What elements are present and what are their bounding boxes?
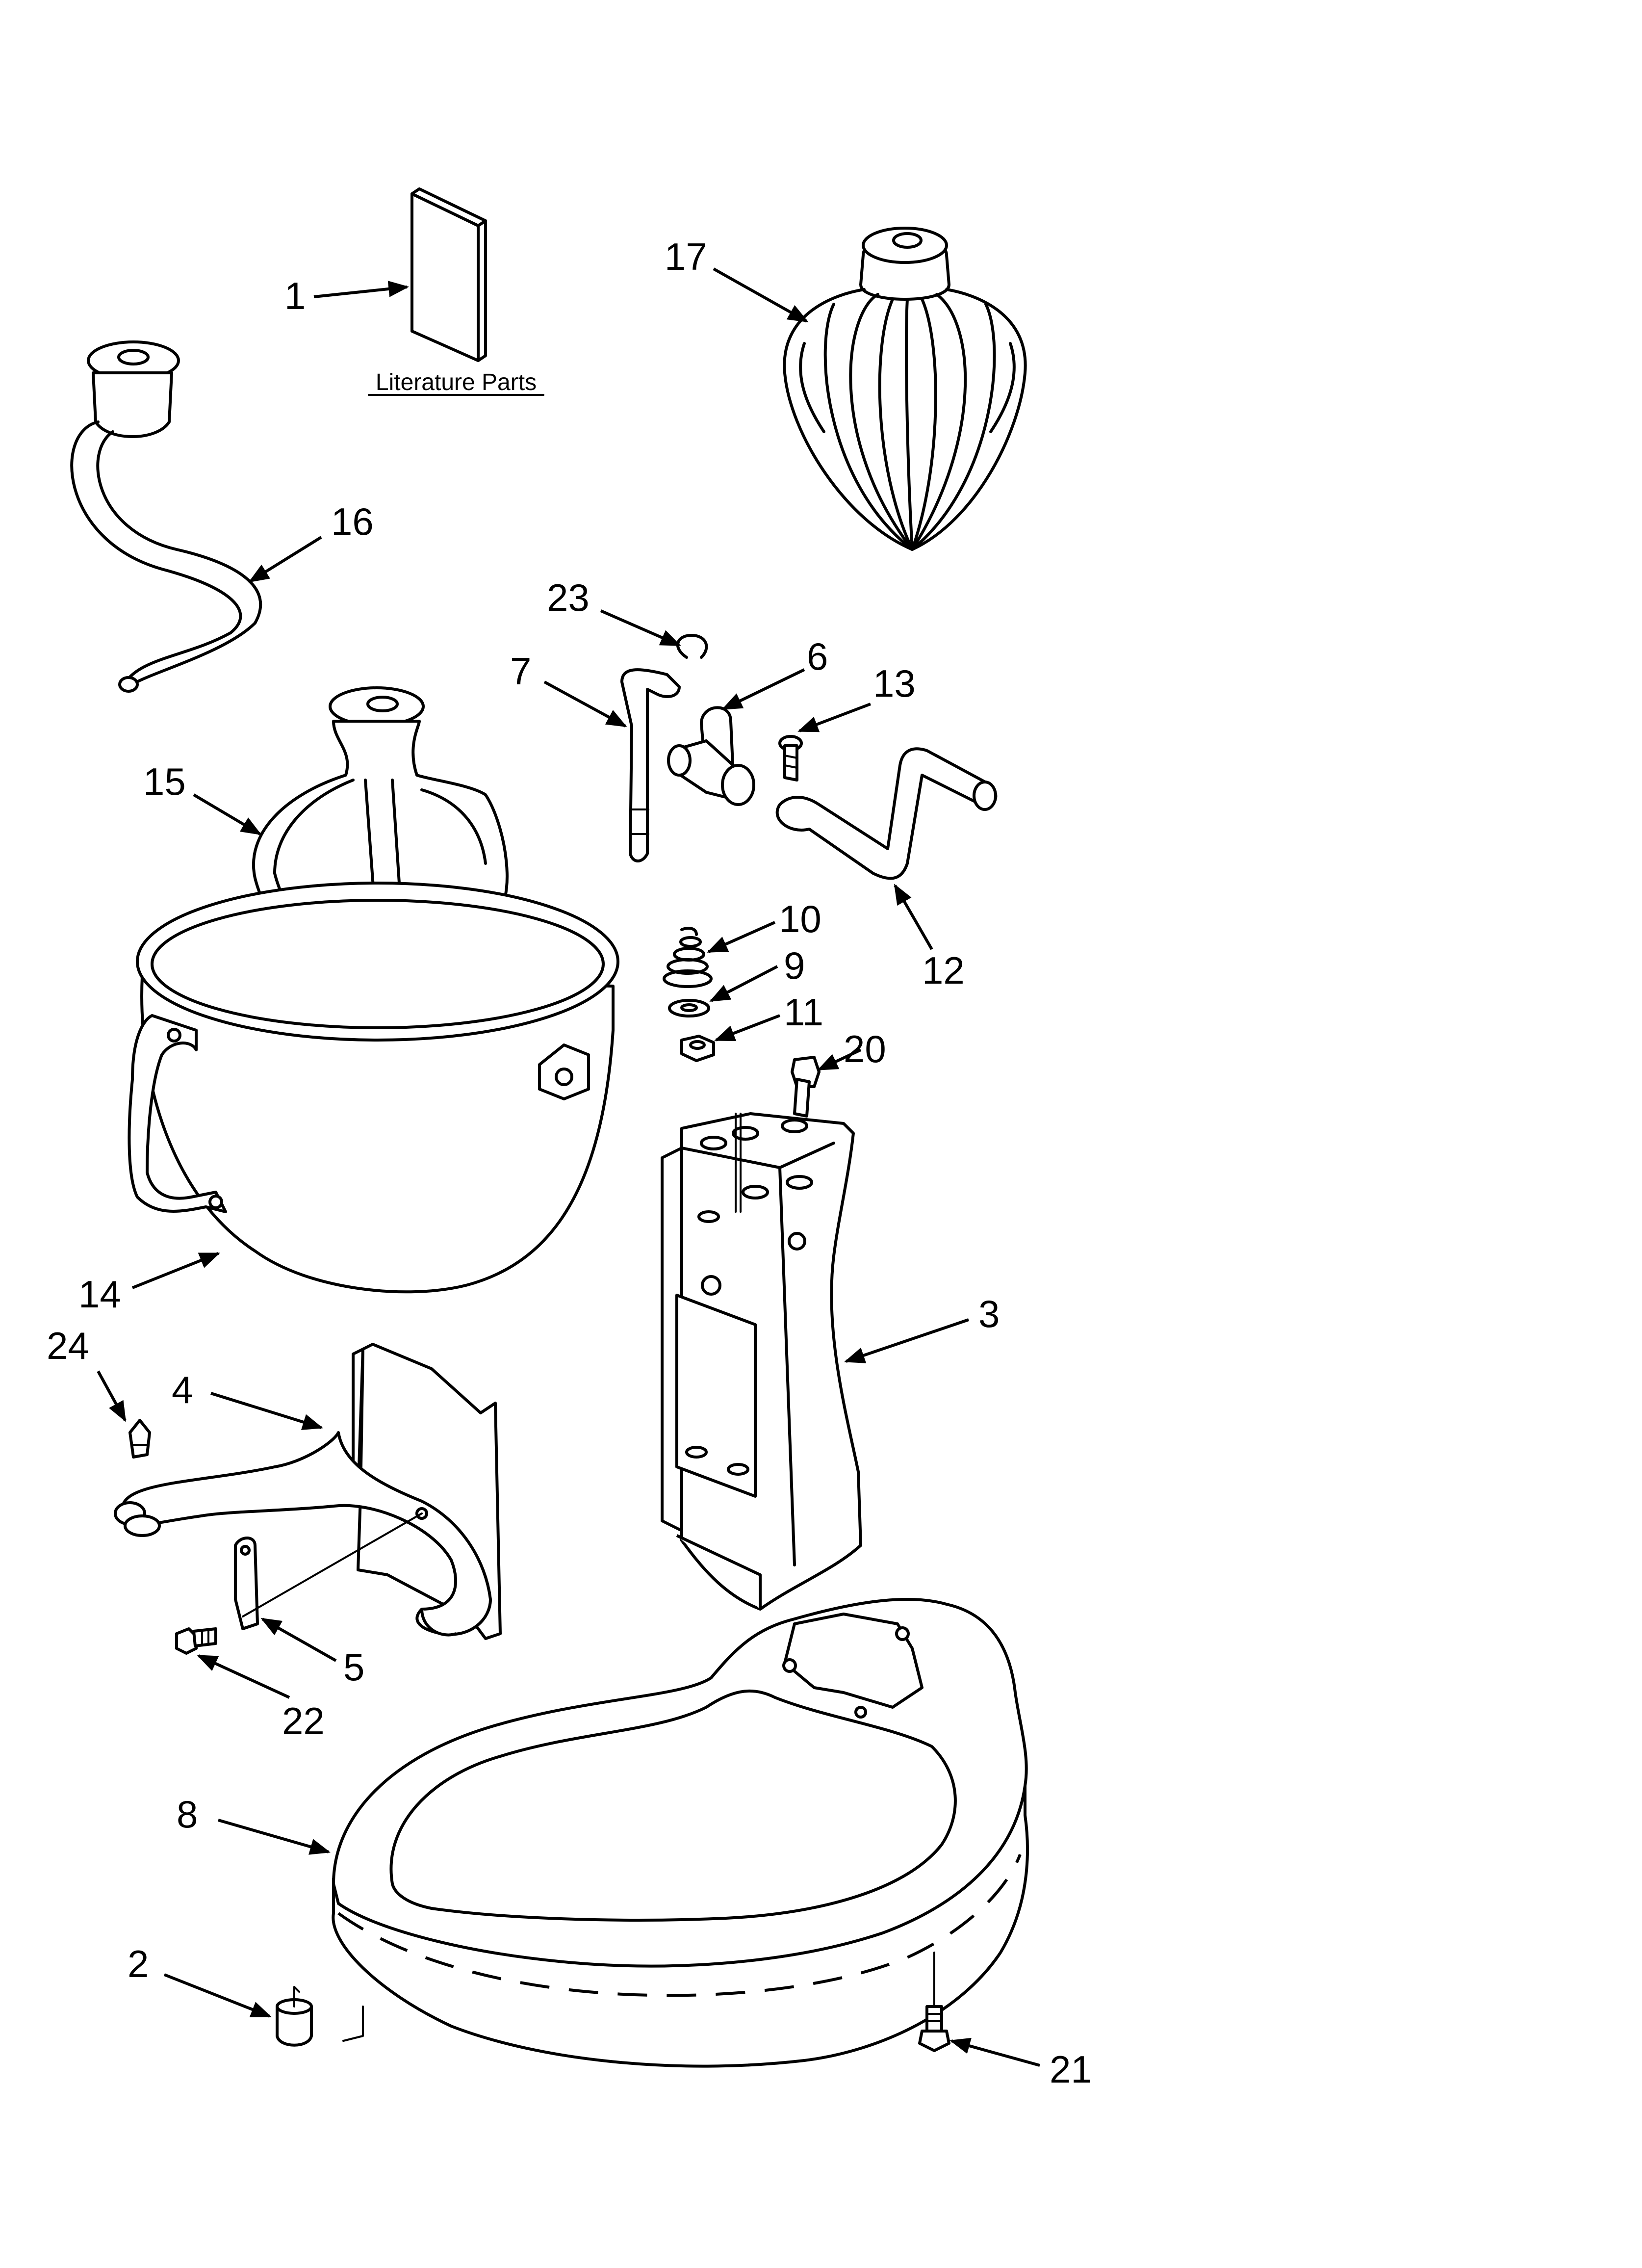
callout-13: 13 [873,662,916,705]
screw-22-part [175,1627,217,1655]
lift-bracket-part [667,706,755,806]
leader-14 [131,1252,220,1289]
pedestal-column-part [661,1112,862,1611]
pin-part [128,1419,151,1459]
leader-22 [197,1654,290,1699]
leader-1 [313,281,410,298]
leader-11 [714,1014,781,1042]
screw-21-part [918,1952,950,2052]
callout-2: 2 [128,1942,149,1985]
washer-part [668,999,710,1017]
leader-7 [543,680,627,728]
dough-hook-part [70,340,262,693]
callout-4: 4 [172,1368,193,1411]
clip-part [234,1537,259,1630]
callout-3: 3 [978,1292,1000,1335]
foot-part [276,1986,364,2047]
wire-whip-part [783,227,1027,551]
leader-13 [797,703,872,732]
callout-12: 12 [922,949,965,992]
callout-9: 9 [784,944,805,987]
spring-part [663,927,713,988]
callout-5: 5 [343,1645,364,1689]
callout-1: 1 [284,274,306,317]
callout-7: 7 [510,650,531,693]
leader-9 [709,965,778,1002]
lift-handle-part [775,747,998,880]
callout-16: 16 [331,500,374,543]
leader-21 [949,2037,1040,2067]
callout-10: 10 [779,897,821,940]
leader-5 [260,1617,337,1662]
callout-14: 14 [78,1273,121,1316]
leader-16 [248,536,322,583]
leader-2 [163,1973,272,2018]
bowl-support-part [114,1343,502,1640]
leader-10 [707,921,776,953]
nut-part [680,1035,715,1062]
literature-caption: Literature Parts [376,369,537,395]
leader-23 [600,609,681,647]
leader-6 [721,668,805,710]
callout-8: 8 [177,1793,198,1836]
screw-13-part [778,735,803,782]
callout-11: 11 [784,991,823,1034]
leader-3 [844,1318,969,1363]
callout-22: 22 [282,1699,325,1743]
leader-15 [193,793,262,835]
assembly-line-5 [242,1512,423,1617]
leader-24 [97,1370,127,1422]
callout-15: 15 [143,760,186,803]
retaining-ring-part [676,634,708,659]
callout-24: 24 [47,1324,89,1367]
screw-20-part [791,1056,821,1118]
leader-17 [713,267,809,323]
callout-6: 6 [807,635,828,678]
leader-20 [817,1048,862,1071]
callout-21: 21 [1050,2048,1092,2091]
hinge-pin-part [620,668,681,862]
callout-17: 17 [665,235,707,278]
leader-4 [210,1392,324,1430]
literature-booklet-part [410,187,487,362]
leader-12 [894,884,933,950]
leader-8 [218,1819,331,1855]
callout-23: 23 [547,576,590,619]
base-part [332,1598,1029,2068]
bowl-part [128,882,619,1294]
callout-20: 20 [844,1027,886,1070]
